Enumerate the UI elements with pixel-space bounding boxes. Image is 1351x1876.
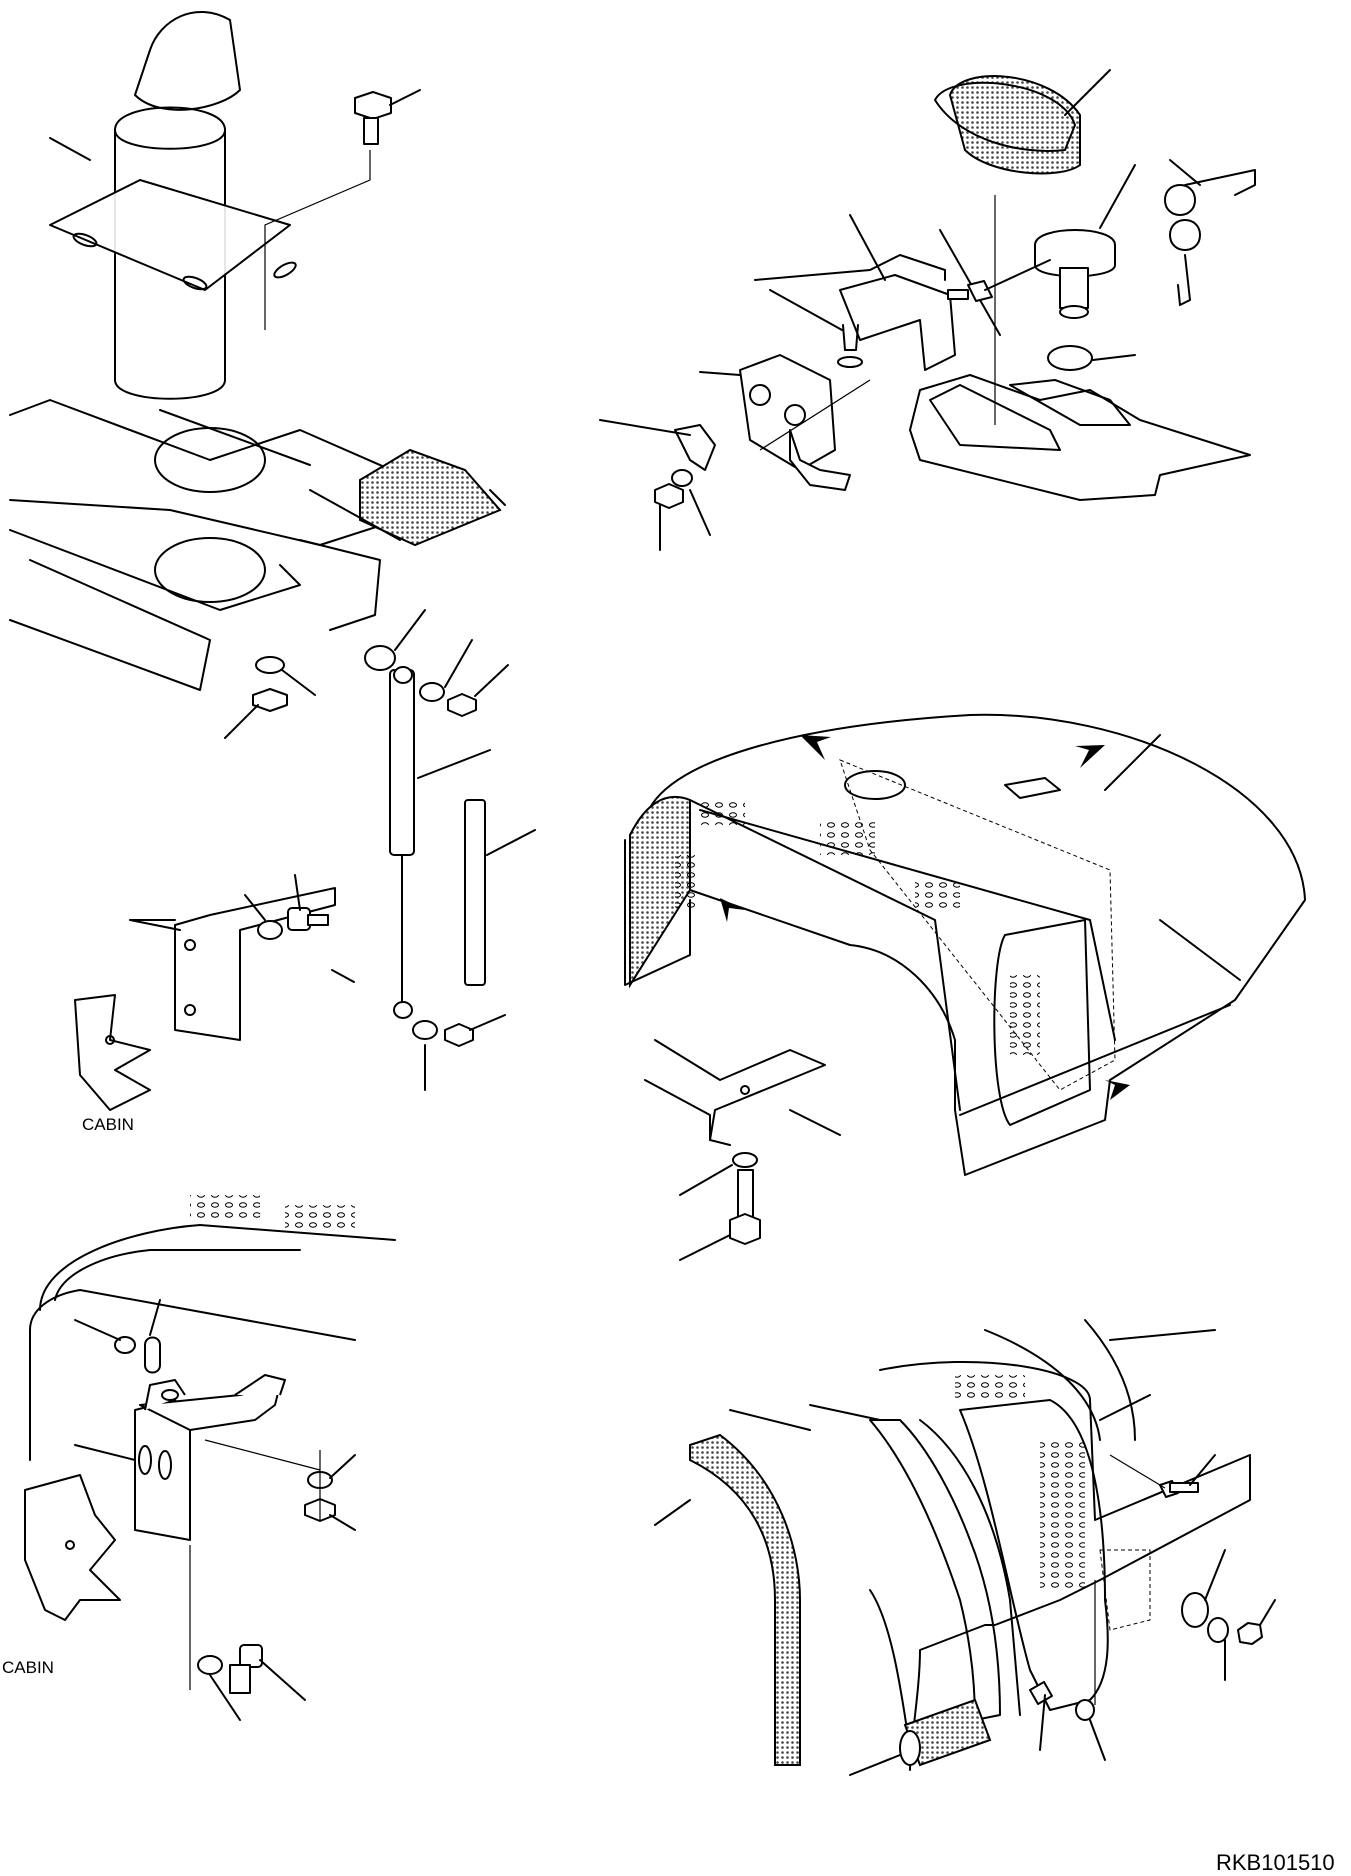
drawing-code: RKB101510 (1216, 1850, 1335, 1875)
side-cover-group (654, 1319, 1276, 1776)
hinge-assembly-group (24, 1195, 396, 1721)
lock-assembly-group (599, 69, 1256, 551)
cabin-label-top: CABIN (82, 1115, 134, 1134)
engine-hood-group (624, 713, 1306, 1261)
cabin-label-bottom: CABIN (2, 1658, 54, 1677)
exhaust-pipe-group (9, 10, 536, 1111)
